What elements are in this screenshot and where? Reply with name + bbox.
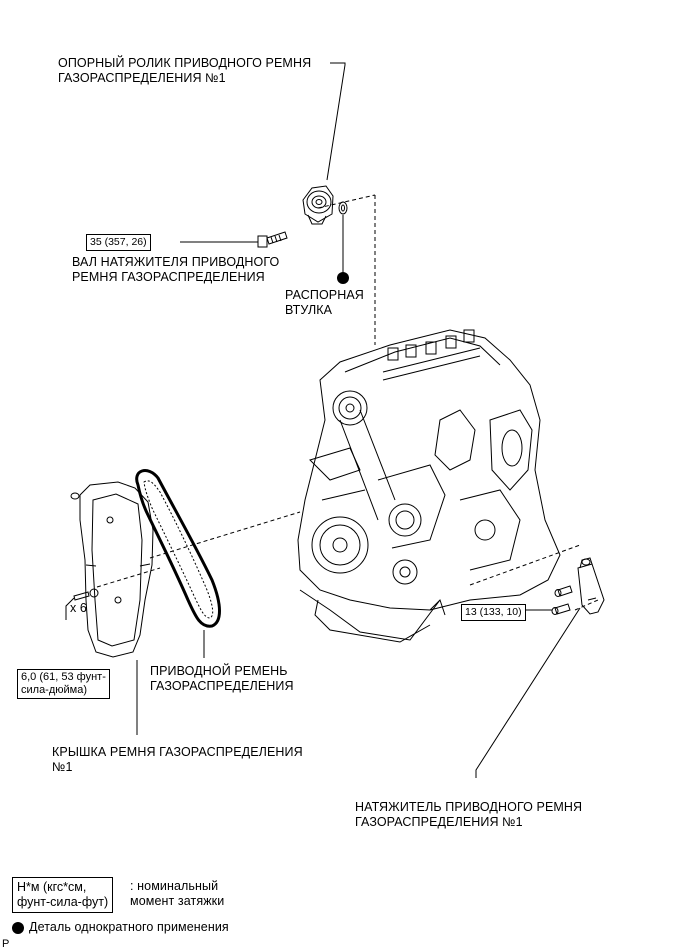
legend-torque-unit: Н*м (кгс*см, фунт-сила-фут) bbox=[12, 877, 114, 913]
bolt-count: x 6 bbox=[70, 601, 87, 615]
timing-belt-label: ПРИВОДНОЙ РЕМЕНЬ ГАЗОРАСПРЕДЕЛЕНИЯ bbox=[150, 664, 294, 693]
engine-assembly bbox=[297, 329, 561, 643]
spacer-washer bbox=[338, 201, 348, 215]
idler-bolt-torque: 35 (357, 26) bbox=[86, 234, 151, 251]
idler-pulley-label: ОПОРНЫЙ РОЛИК ПРИВОДНОГО РЕМНЯ ГАЗОРАСПР… bbox=[58, 56, 312, 85]
belt-tensioner bbox=[577, 557, 605, 615]
tensioner-bolt-torque: 13 (133, 10) bbox=[461, 604, 526, 621]
tensioner-label: НАТЯЖИТЕЛЬ ПРИВОДНОГО РЕМНЯ ГАЗОРАСПРЕДЕ… bbox=[355, 800, 583, 829]
timing-belt bbox=[135, 469, 221, 628]
corner-mark: P bbox=[2, 938, 10, 950]
cover-bolt-torque: 6,0 (61, 53 фунт- сила-дюйма) bbox=[17, 669, 110, 699]
cover-bolt-leader bbox=[65, 597, 75, 620]
cover-label: КРЫШКА РЕМНЯ ГАЗОРАСПРЕДЕЛЕНИЯ №1 bbox=[52, 745, 303, 774]
tensioner-leader bbox=[475, 607, 581, 778]
single-use-marker bbox=[337, 272, 349, 284]
idler-pulley bbox=[302, 185, 334, 225]
timing-belt-cover bbox=[70, 481, 154, 658]
tensioner-bolts bbox=[551, 585, 573, 615]
tensioner-shaft-label: ВАЛ НАТЯЖИТЕЛЯ ПРИВОДНОГО РЕМНЯ ГАЗОРАСП… bbox=[72, 255, 280, 284]
spacer-label: РАСПОРНАЯ ВТУЛКА bbox=[285, 288, 364, 317]
assembly-lines bbox=[96, 194, 599, 611]
idler-leader bbox=[326, 62, 346, 181]
cover-bolt bbox=[73, 588, 99, 601]
legend-single-use-dot bbox=[12, 922, 24, 934]
legend-torque-desc: : номинальный момент затяжки bbox=[130, 879, 225, 908]
leader-lines bbox=[65, 62, 581, 778]
legend-single-use-label: Деталь однократного применения bbox=[29, 920, 229, 934]
idler-bolt bbox=[257, 231, 288, 248]
